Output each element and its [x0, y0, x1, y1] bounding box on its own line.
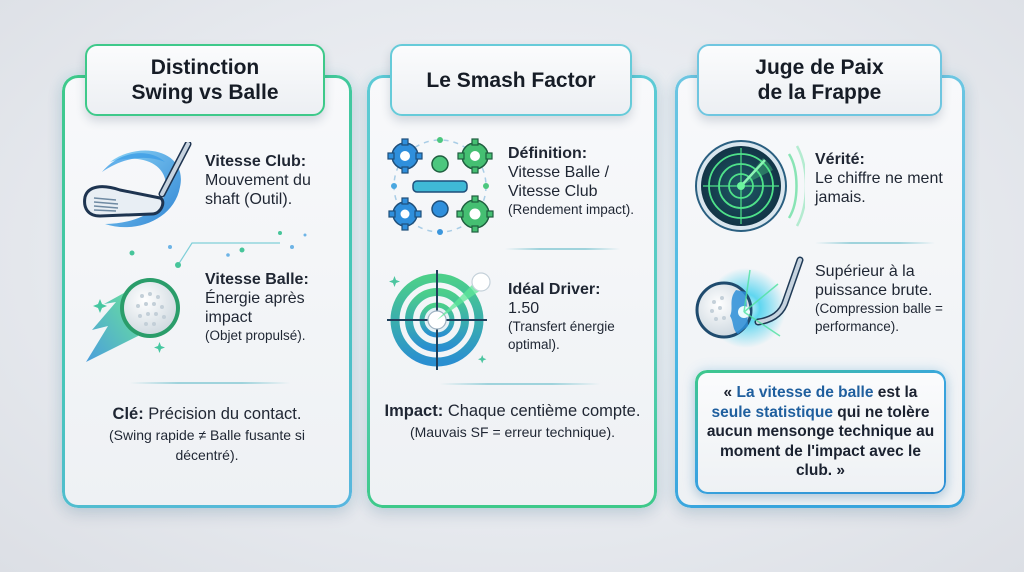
- item-definition: Définition: Vitesse Balle / Vitesse Club…: [508, 144, 653, 219]
- footer-label: Impact:: [384, 402, 444, 420]
- panel-title-text: Juge de Paix de la Frappe: [755, 56, 884, 104]
- radar-icon: [695, 140, 805, 232]
- item-sub: (Objet propulsé).: [205, 328, 306, 343]
- footer-label: Clé:: [112, 405, 144, 423]
- panel-title-text: Le Smash Factor: [426, 68, 596, 92]
- item-body: Vitesse Balle / Vitesse Club: [508, 164, 610, 200]
- panel-title-swing-vs-ball: Distinction Swing vs Balle: [85, 44, 325, 116]
- divider: [505, 248, 620, 250]
- footer-body: Chaque centième compte.: [443, 402, 641, 420]
- golf-club-swing-icon: [83, 142, 192, 228]
- divider: [815, 242, 935, 244]
- quote-text-part: est la: [873, 384, 918, 402]
- item-label: Vitesse Balle:: [205, 271, 309, 288]
- quote-text: « La vitesse de balle est la seule stati…: [703, 383, 938, 481]
- item-sub: (Rendement impact).: [508, 202, 635, 217]
- item-sub: (Compression balle = performance).: [815, 301, 943, 334]
- gears-division-icon: [387, 137, 494, 235]
- item-body: Mouvement du shaft (Outil).: [205, 172, 311, 208]
- item-club-speed: Vitesse Club: Mouvement du shaft (Outil)…: [205, 152, 345, 209]
- item-ideal-driver: Idéal Driver: 1.50 (Transfert énergie op…: [508, 280, 653, 354]
- quote-highlight: seule statistique: [711, 403, 833, 421]
- panel-title-text: Distinction Swing vs Balle: [131, 56, 279, 104]
- footer-sub: (Mauvais SF = erreur technique).: [409, 424, 616, 440]
- target-bullseye-icon: [387, 270, 491, 370]
- panel-title-smash-factor: Le Smash Factor: [390, 44, 632, 116]
- item-truth: Vérité: Le chiffre ne ment jamais.: [815, 150, 955, 207]
- item-label: Idéal Driver:: [508, 281, 601, 298]
- quote-open-mark: «: [723, 384, 737, 402]
- quote-text-part: qui ne tolère aucun mensonge technique a…: [706, 403, 935, 480]
- golf-ball-speed-icon: [86, 278, 180, 362]
- quote-box: « La vitesse de balle est la seule stati…: [695, 370, 946, 494]
- item-label: Définition:: [508, 145, 588, 162]
- divider: [130, 382, 290, 384]
- ball-compression-impact-icon: [695, 256, 804, 348]
- item-superior: Supérieur à la puissance brute. (Compres…: [815, 262, 960, 336]
- divider: [440, 383, 600, 385]
- item-ball-speed: Vitesse Balle: Énergie après impact (Obj…: [205, 270, 345, 345]
- panel-title-judge: Juge de Paix de la Frappe: [697, 44, 942, 116]
- item-label: Vérité:: [815, 151, 865, 168]
- item-value: 1.50: [508, 300, 540, 317]
- item-body: Le chiffre ne ment jamais.: [815, 170, 943, 206]
- item-sub: (Transfert énergie optimal).: [508, 319, 615, 352]
- panel-swing-vs-ball: [62, 75, 352, 508]
- footer-key: Clé: Précision du contact. (Swing rapide…: [72, 404, 342, 465]
- footer-sub: (Swing rapide ≠ Balle fusante si décentr…: [108, 427, 305, 463]
- item-label: Vitesse Club:: [205, 153, 307, 170]
- quote-highlight: La vitesse de balle: [736, 384, 874, 402]
- quote-close-mark: »: [832, 462, 846, 480]
- item-body: Supérieur à la puissance brute.: [815, 263, 933, 299]
- item-body: Énergie après impact: [205, 290, 305, 326]
- footer-body: Précision du contact.: [143, 405, 302, 423]
- footer-impact: Impact: Chaque centième compte. (Mauvais…: [380, 401, 645, 442]
- particle-trail-icon: [129, 231, 307, 268]
